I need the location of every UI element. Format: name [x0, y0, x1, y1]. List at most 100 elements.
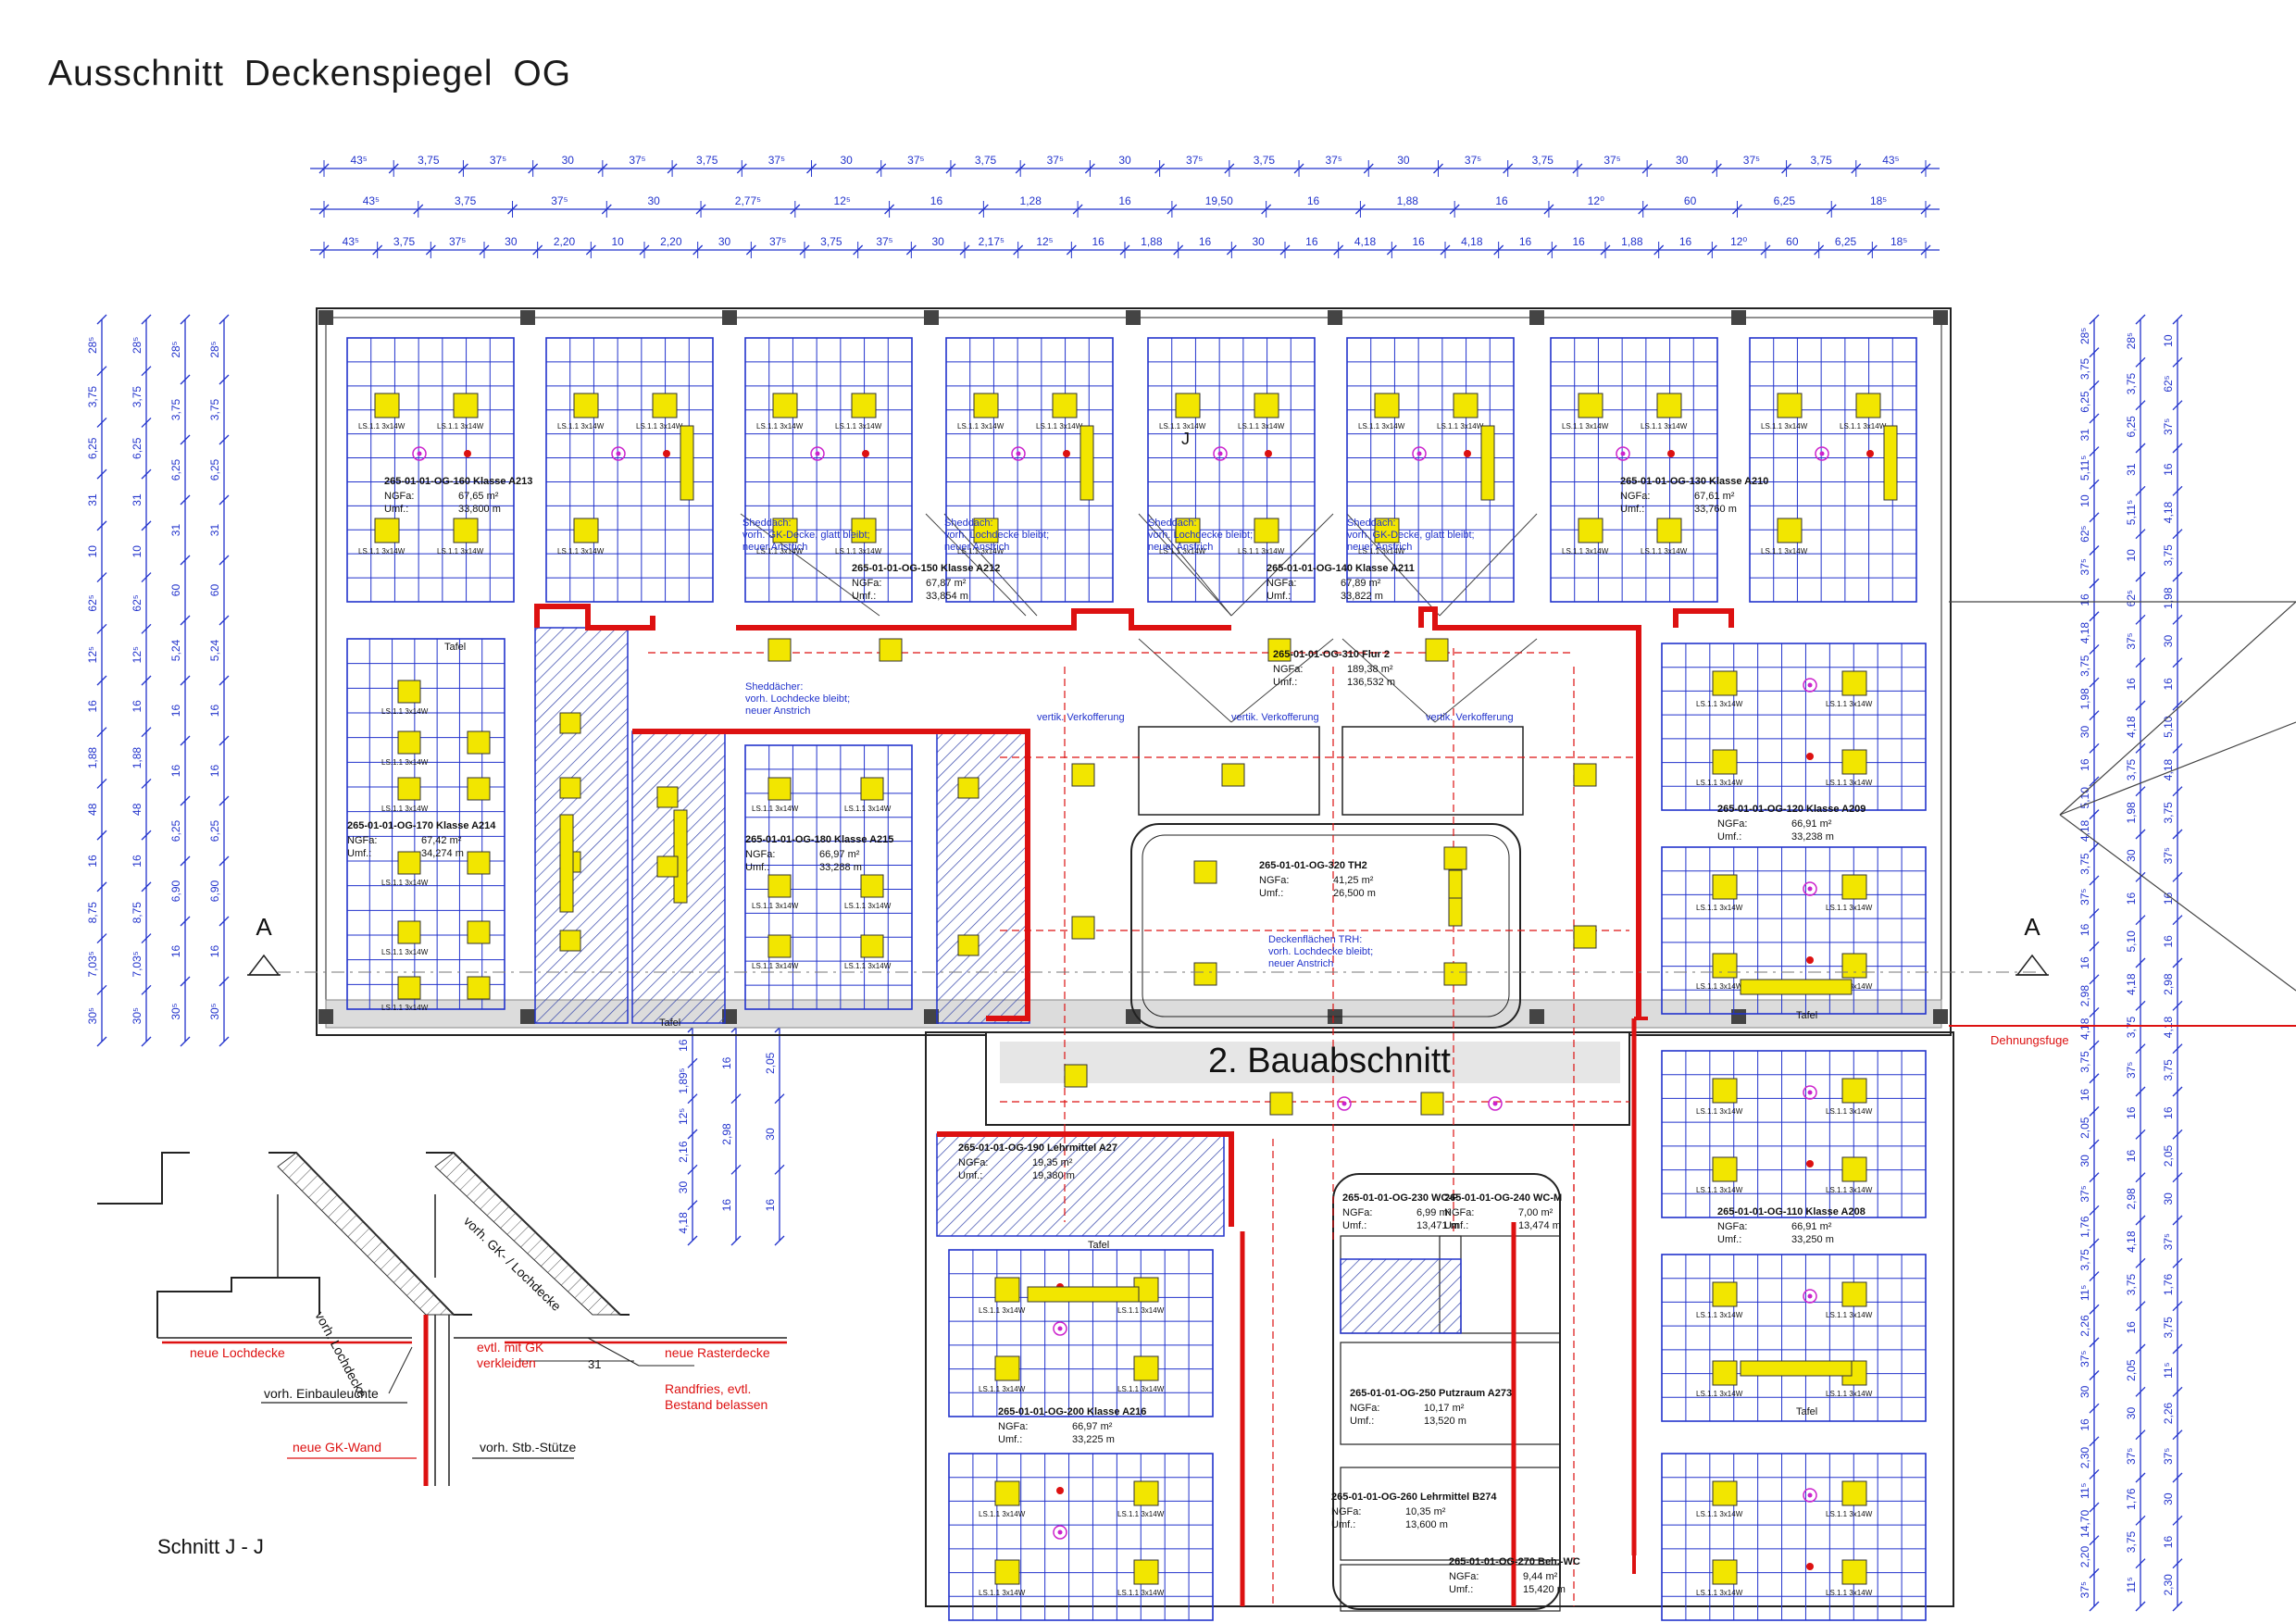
luminaire-label: LS.1.1 3x14W [358, 547, 406, 556]
room-ngfa-value: 7,00 m² [1518, 1207, 1554, 1218]
luminaire-label: LS.1.1 3x14W [1117, 1510, 1165, 1518]
luminaire-label: LS.1.1 3x14W [381, 879, 429, 887]
dimension-value: 28⁵ [169, 341, 182, 357]
classroom-grid-right [1661, 846, 1927, 1015]
dimension-tick [2172, 1429, 2183, 1441]
room-ngfa-value: 19,35 m² [1032, 1157, 1073, 1168]
note-neue-rasterdecke: neue Rasterdecke [665, 1345, 770, 1360]
dimension-value: 12⁵ [1036, 235, 1053, 248]
section-ceiling-hatch [434, 1152, 622, 1316]
luminaire [1374, 518, 1400, 543]
shed-bay [1138, 726, 1320, 816]
dimension-value: 16 [2162, 1536, 2175, 1549]
dimension-value: 28⁵ [208, 341, 221, 357]
room-umf-value: 33,760 m [1694, 504, 1737, 515]
dimension-value: 28⁵ [131, 337, 144, 354]
dimension-tick [2089, 380, 2100, 391]
room-stamp: 265-01-01-OG-190 Lehrmittel A27NGFa:19,3… [958, 1142, 1117, 1181]
dimension-value: 30 [2078, 1155, 2091, 1167]
dimension-tick [2089, 1205, 2100, 1216]
column [1126, 310, 1141, 325]
dimension-value: 30 [2125, 849, 2138, 862]
dimension-tick [2135, 1343, 2146, 1355]
luminaire-label: LS.1.1 3x14W [1238, 547, 1285, 556]
room-umf-label: Umf.: [998, 1434, 1022, 1445]
room-umf-label: Umf.: [384, 504, 408, 515]
luminaire [467, 920, 491, 944]
room-ngfa-label: NGFa: [998, 1421, 1028, 1432]
dimension-value: 16 [86, 855, 99, 868]
section-ceiling-hatch [277, 1152, 455, 1316]
smoke-detector-icon [1819, 451, 1825, 456]
bauabschnitt-label: 2. Bauabschnitt [1208, 1042, 1451, 1080]
luminaire-label: LS.1.1 3x14W [437, 422, 484, 431]
dimension-value: 16 [764, 1199, 777, 1212]
room-umf-label: Umf.: [1717, 831, 1741, 843]
dimension-value: 16 [1495, 194, 1508, 207]
dimension-value: 37⁵ [876, 235, 892, 248]
grid-frame [1661, 1050, 1927, 1218]
dimension-value: 3,75 [455, 194, 477, 207]
dimension-tick [687, 1164, 698, 1175]
dimension-value: 16 [2162, 935, 2175, 948]
luminaire [1841, 1559, 1867, 1585]
dimension-tick [2135, 700, 2146, 711]
dimension-tick [2089, 677, 2100, 688]
shed-diagonal [1341, 638, 1436, 723]
dimension-tick [2172, 1043, 2183, 1055]
dimension-value: 4,18 [1461, 235, 1483, 248]
luminaire [397, 730, 421, 755]
dimension-tick [2172, 915, 2183, 926]
dimension-tick [2135, 1172, 2146, 1183]
luminaire [1841, 749, 1867, 775]
dimension-value: 3,75 [2125, 758, 2138, 780]
dimension-tick [2089, 1403, 2100, 1414]
dimension-value: 16 [2125, 678, 2138, 691]
dimension-value: 43⁵ [363, 194, 380, 207]
dimension-tick [2172, 1000, 2183, 1011]
room-umf-value: 15,420 m [1523, 1584, 1566, 1595]
dimension-tick [687, 1129, 698, 1140]
smoke-detector-icon [1057, 1529, 1063, 1535]
smoke-detector-icon [810, 446, 825, 461]
shed-diagonal [1230, 513, 1334, 617]
luminaire [994, 1480, 1020, 1506]
luminaire-label: LS.1.1 3x14W [1562, 547, 1609, 556]
dimension-value: 43⁵ [1882, 154, 1899, 167]
dimension-tick [2135, 1472, 2146, 1483]
dimension-value: 6,25 [208, 458, 221, 481]
dimension-tick [2089, 611, 2100, 622]
dimension-value: 3,75 [2078, 357, 2091, 380]
tafel-label: Tafel [659, 1017, 680, 1029]
dimension-tick [180, 916, 191, 927]
dimension-value: 30 [840, 154, 853, 167]
column [1731, 310, 1746, 325]
luminaire [994, 1559, 1020, 1585]
luminaire [1855, 393, 1881, 418]
dimension-value: 1,76 [2125, 1488, 2138, 1510]
luminaire [1254, 518, 1279, 543]
luminaire [1740, 979, 1853, 995]
sprinkler-icon [1806, 1160, 1814, 1167]
luminaire-label: LS.1.1 3x14W [381, 948, 429, 956]
luminaire [467, 777, 491, 801]
luminaire [1883, 425, 1898, 501]
dimension-value: 37⁵ [769, 235, 786, 248]
room-umf-label: Umf.: [1267, 591, 1291, 602]
dimension-value: 16 [2162, 893, 2175, 905]
dimension-tick [2172, 1301, 2183, 1312]
luminaire-label: LS.1.1 3x14W [1696, 1311, 1743, 1319]
note-deckenflaechen: Deckenflächen TRH: [1268, 934, 1362, 945]
luminaire-label: LS.1.1 3x14W [1238, 422, 1285, 431]
dimension-value: 2,77⁵ [735, 194, 761, 207]
luminaire [573, 518, 599, 543]
dimension-value: 6,25 [2125, 416, 2138, 438]
room-stamp: 265-01-01-OG-260 Lehrmittel B274NGFa:10,… [1331, 1492, 1497, 1530]
dimension-value: 1,89⁵ [677, 1067, 690, 1093]
dimension-value: 3,75 [131, 386, 144, 408]
dimension-value: 2,17⁵ [979, 235, 1004, 248]
note-sheddach: Sheddach: [944, 518, 993, 529]
dimension-tick [218, 555, 230, 566]
luminaire-label: LS.1.1 3x14W [756, 547, 804, 556]
column [318, 1009, 333, 1024]
